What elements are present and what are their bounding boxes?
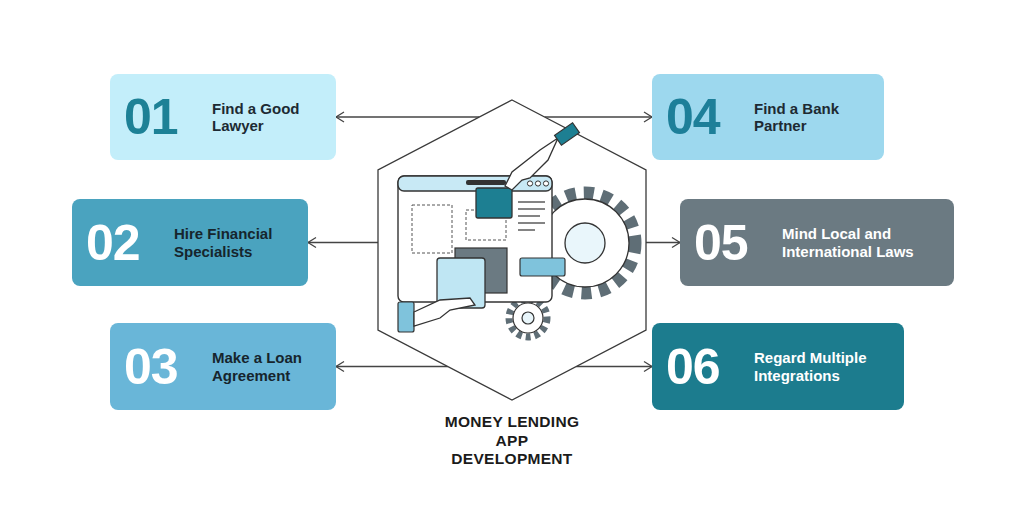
connector-part [336, 362, 344, 372]
gear-icon-part [522, 312, 534, 324]
connector-part [646, 242, 680, 243]
step-label: Find a Good Lawyer [212, 100, 322, 135]
connector-arrow [336, 112, 479, 122]
step-box: 02Hire Financial Specialists [72, 199, 308, 286]
step-number: 04 [666, 92, 752, 142]
step-number: 03 [124, 342, 210, 392]
connector-part [308, 238, 316, 248]
connector-part [576, 366, 652, 367]
browser-window-part [518, 201, 545, 202]
step-number: 01 [124, 92, 210, 142]
step-box: 06Regard Multiple Integrations [652, 323, 904, 410]
connector-arrow [545, 112, 652, 122]
browser-window-part [518, 222, 545, 223]
browser-window-part [518, 215, 540, 216]
connector-part [644, 362, 652, 372]
connector-arrow [336, 362, 448, 372]
step-box: 04Find a Bank Partner [652, 74, 884, 160]
connector-arrow [646, 238, 680, 248]
step-box: 05Mind Local and International Laws [680, 199, 954, 286]
browser-window-part [466, 180, 506, 185]
connector-part [672, 238, 680, 248]
step-label: Find a Bank Partner [754, 100, 844, 135]
connector-part [336, 366, 448, 367]
app-illustration [372, 95, 652, 405]
gear-icon-part [565, 223, 605, 263]
hand-figure-part [398, 302, 414, 332]
connector-part [336, 116, 479, 117]
connector-part [545, 116, 652, 117]
connector-arrow [576, 362, 652, 372]
browser-window-part [520, 258, 565, 276]
hub-title: MONEY LENDING APP DEVELOPMENT [434, 413, 590, 469]
step-label: Regard Multiple Integrations [754, 349, 886, 384]
browser-window-part [535, 181, 540, 186]
browser-window-part [518, 208, 545, 209]
step-number: 06 [666, 342, 752, 392]
browser-window-part [476, 188, 512, 218]
step-label: Mind Local and International Laws [782, 225, 942, 260]
connector-part [644, 112, 652, 122]
step-label: Make a Loan Agreement [212, 349, 324, 384]
step-number: 05 [694, 218, 780, 268]
browser-window-part [412, 205, 452, 253]
gear-icon-part [513, 303, 543, 333]
browser-window [398, 176, 565, 308]
step-box: 03Make a Loan Agreement [110, 323, 336, 410]
step-label: Hire Financial Specialists [174, 225, 304, 260]
connector-part [336, 112, 344, 122]
connector-part [308, 242, 378, 243]
hexagon-shape [378, 100, 646, 400]
browser-window-part [518, 229, 535, 230]
connector-arrow [308, 238, 378, 248]
browser-window-part [543, 181, 548, 186]
browser-window-part [527, 181, 532, 186]
step-number: 02 [86, 218, 172, 268]
step-box: 01Find a Good Lawyer [110, 74, 336, 160]
